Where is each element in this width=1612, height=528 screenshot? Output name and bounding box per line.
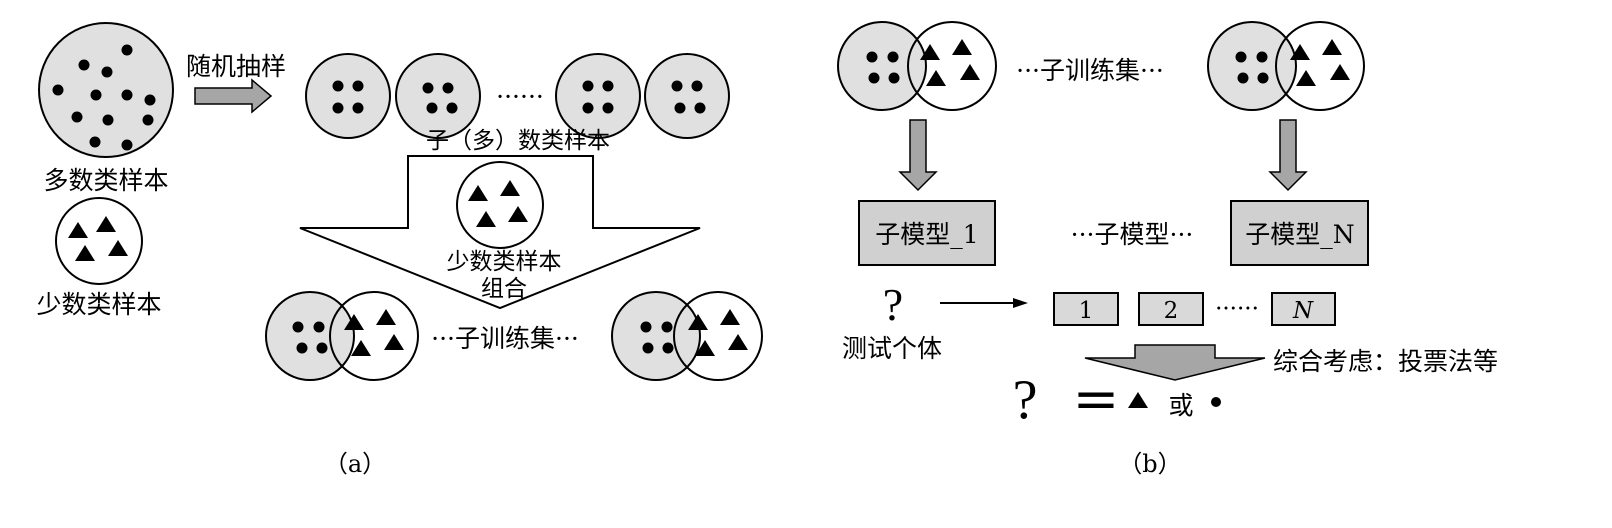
test-question-mark: ? [883,279,903,330]
test-individual-label: 测试个体 [842,334,942,363]
subsample-ellipsis: ······ [496,82,544,111]
sub-model-1-box [858,200,996,266]
minority-combo-label-2: 组合 [481,276,527,302]
result-equals: = [1073,367,1120,432]
majority-sample-label: 多数类样本 [43,166,168,195]
training-subset-label-b: ···子训练集··· [1016,56,1164,85]
sub-majority-label: 子（多）数类样本 [426,128,610,154]
minority-combo-circle [456,161,544,249]
test-arrow [940,298,1028,308]
output-1-label: 1 [1079,298,1094,324]
panel-b: ···子训练集··· 子模型_1 ···子模型··· 子模型_N ? 测试个体 … [837,21,1498,478]
caption-b: （b） [1118,450,1181,478]
training-subset [837,21,997,111]
combine-label: 综合考虑：投票法等 [1273,347,1498,376]
training-subset [1207,21,1365,111]
output-n-label: N [1292,298,1314,324]
sub-majority-circle [555,53,641,139]
majority-sample-circle [38,22,174,158]
training-subset [611,291,763,381]
result-or-label: 或 [1168,391,1193,420]
training-subset-label: ···子训练集··· [431,324,579,353]
sub-model-ellipsis-label: ···子模型··· [1071,220,1194,249]
output-ellipsis: ······ [1215,296,1259,322]
down-arrow [1268,119,1308,192]
caption-a: （a） [324,450,386,478]
output-box-1 [1053,292,1119,326]
sub-majority-circle [395,53,481,139]
minority-combo-label: 少数类样本 [447,249,562,275]
sub-majority-circle [644,53,730,139]
sampling-label: 随机抽样 [186,52,286,81]
sampling-arrow [194,78,273,114]
training-subset [265,291,419,381]
sub-majority-circle [305,53,391,139]
combine-arrow [1084,344,1266,381]
output-box-2 [1138,292,1204,326]
sub-model-n-label: 子模型_N [1245,220,1354,249]
sub-model-n-box [1230,200,1369,266]
output-2-label: 2 [1164,298,1179,324]
dot-class-icon [1211,397,1221,407]
output-box-n [1271,292,1336,326]
sub-model-1-label: 子模型_1 [875,220,978,249]
minority-sample-circle [55,197,143,285]
minority-sample-label: 少数类样本 [36,290,161,319]
panel-a: 多数类样本 少数类样本 随机抽样 ······ [36,22,763,478]
result-question-mark: ? [1013,369,1038,431]
triangle-class-icon [1128,392,1148,408]
down-arrow [898,119,938,192]
